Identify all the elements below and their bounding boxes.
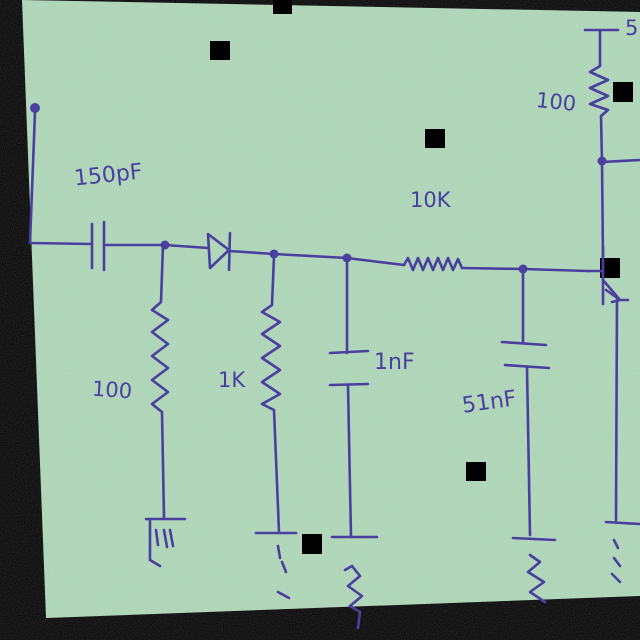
label-supply: 5: [625, 16, 639, 40]
capacitor-1nf: [328, 258, 370, 539]
transistor-emitter: [601, 278, 630, 304]
ground-4: [511, 536, 557, 604]
resistor-10k: [402, 256, 464, 272]
label-1k: 1K: [218, 368, 246, 392]
ground-1: [144, 517, 187, 568]
resistor-100-shunt: [150, 243, 170, 520]
label-100-collector: 100: [534, 87, 578, 117]
antenna-tip: [30, 103, 40, 113]
ground-2: [254, 531, 298, 600]
occlusion-blocks: [210, 0, 633, 554]
transistor-collector: [600, 158, 640, 260]
wire-main-2: [227, 249, 406, 267]
antenna-wire: [28, 110, 94, 246]
resistor-100-collector: [583, 28, 620, 164]
label-100-shunt: 100: [91, 376, 133, 404]
circuit-wiring: [28, 28, 640, 630]
resistor-1k: [260, 254, 282, 534]
capacitor-51nf: [500, 269, 551, 537]
label-10k: 10K: [410, 188, 451, 212]
ground-3: [330, 535, 379, 630]
emitter-wire: [604, 298, 640, 584]
label-1nf: 1nF: [374, 350, 415, 375]
